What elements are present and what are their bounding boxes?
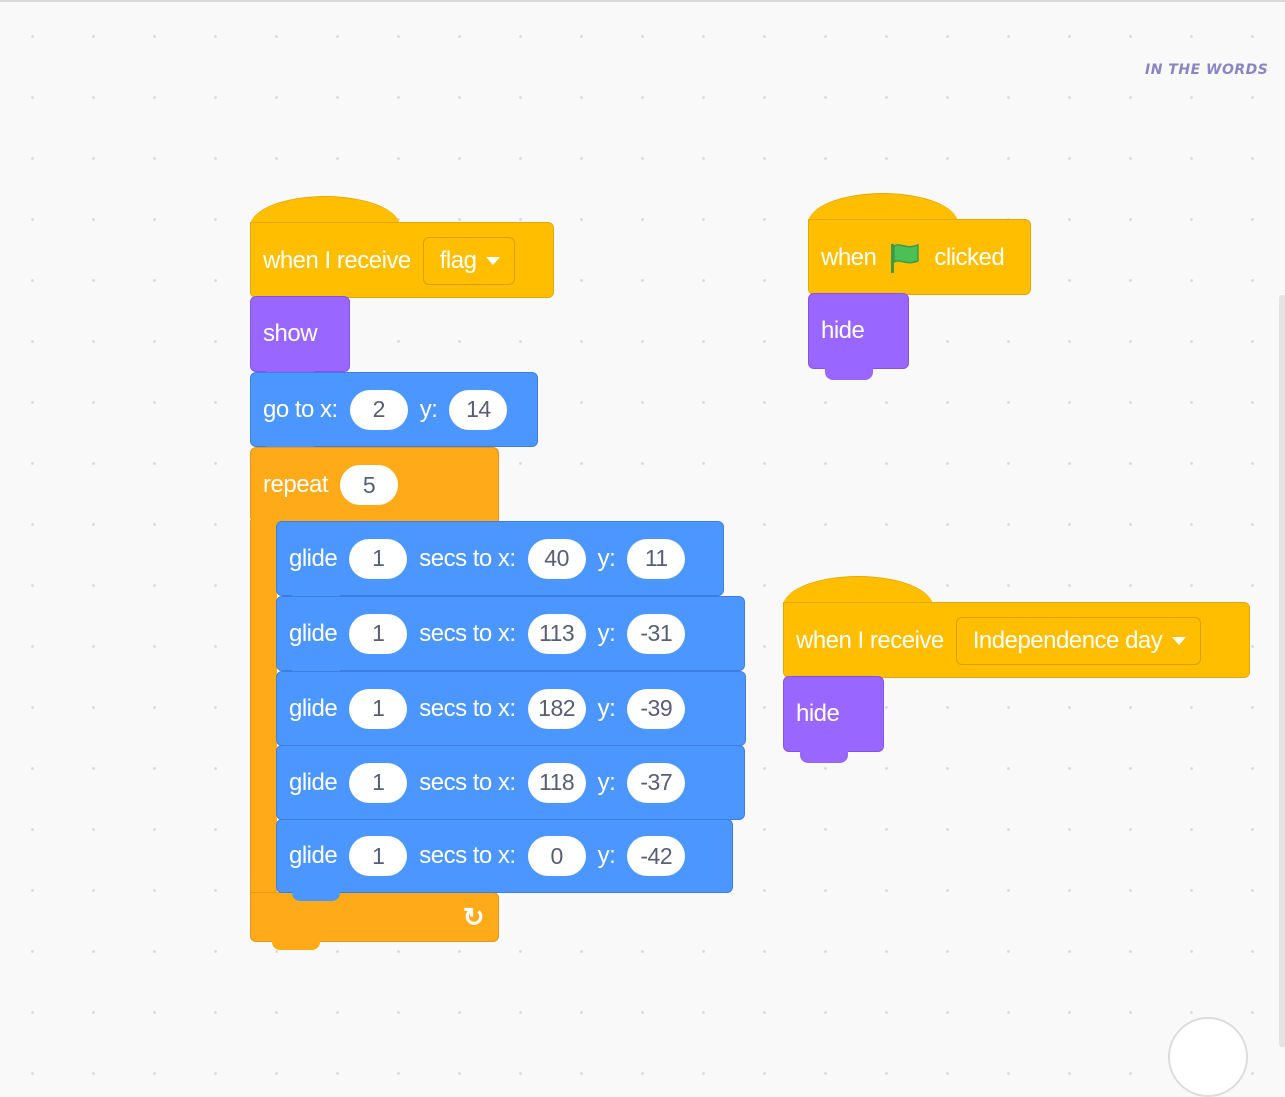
- x-input[interactable]: 182: [527, 688, 586, 729]
- chevron-down-icon: [486, 257, 501, 265]
- x-input[interactable]: 113: [527, 613, 586, 654]
- secs-to-x-label: secs to x:: [419, 694, 516, 722]
- glide-label: glide: [289, 544, 338, 572]
- block-notch: [800, 751, 848, 763]
- hat-label: when I receive: [796, 627, 944, 654]
- vertical-scrollbar[interactable]: [1279, 295, 1285, 1047]
- repeat-count-input[interactable]: 5: [340, 465, 399, 505]
- y-label: y:: [597, 842, 616, 869]
- when-label: when: [821, 244, 877, 271]
- message-dropdown[interactable]: flag: [422, 237, 516, 285]
- hide-block[interactable]: hide: [808, 293, 909, 369]
- y-input[interactable]: 11: [627, 538, 686, 579]
- x-input[interactable]: 2: [349, 389, 408, 430]
- go-to-xy-block[interactable]: go to x: 2 y: 14: [250, 372, 538, 447]
- block-notch: [825, 368, 873, 380]
- hat-label: when I receive: [263, 247, 411, 274]
- canvas-top-border: [0, 0, 1285, 2]
- y-label: y:: [597, 619, 616, 647]
- glide-block[interactable]: glide 1 secs to x: 118 y: -37: [276, 745, 745, 820]
- hide-block[interactable]: hide: [783, 676, 884, 752]
- block-notch: [292, 892, 340, 901]
- repeat-header[interactable]: repeat 5: [250, 447, 499, 523]
- y-label: y:: [597, 694, 616, 722]
- repeat-label: repeat: [263, 471, 329, 498]
- when-flag-clicked-hat-block[interactable]: when clicked: [808, 219, 1031, 295]
- repeat-arm: [250, 520, 277, 900]
- secs-to-x-label: secs to x:: [419, 842, 516, 869]
- green-flag-icon: [888, 242, 922, 274]
- secs-input[interactable]: 1: [349, 836, 408, 876]
- when-i-receive-hat-block[interactable]: when I receive Independence day: [783, 602, 1250, 678]
- y-input[interactable]: -42: [627, 836, 686, 876]
- y-label: y:: [419, 395, 438, 423]
- glide-label: glide: [289, 768, 338, 796]
- zoom-button[interactable]: [1168, 1017, 1248, 1097]
- secs-input[interactable]: 1: [349, 762, 408, 803]
- block-notch: [272, 941, 320, 950]
- glide-label: glide: [289, 842, 338, 869]
- loop-arrow-icon: ↻: [462, 901, 485, 932]
- y-input[interactable]: -39: [627, 688, 686, 729]
- y-input[interactable]: 14: [449, 389, 508, 430]
- y-label: y:: [597, 768, 616, 796]
- glide-label: glide: [289, 619, 338, 647]
- glide-block[interactable]: glide 1 secs to x: 40 y: 11: [276, 521, 724, 596]
- go-to-label: go to x:: [263, 395, 338, 423]
- watermark: IN THE WORDS: [1145, 62, 1269, 78]
- y-label: y:: [597, 544, 616, 572]
- x-input[interactable]: 40: [527, 538, 586, 579]
- when-i-receive-hat-block[interactable]: when I receive flag: [250, 222, 554, 298]
- hide-label: hide: [821, 317, 865, 344]
- secs-input[interactable]: 1: [349, 613, 408, 654]
- glide-label: glide: [289, 694, 338, 722]
- y-input[interactable]: -37: [627, 762, 686, 803]
- glide-block[interactable]: glide 1 secs to x: 113 y: -31: [276, 596, 745, 671]
- secs-to-x-label: secs to x:: [419, 619, 516, 647]
- y-input[interactable]: -31: [627, 613, 686, 654]
- clicked-label: clicked: [934, 244, 1005, 271]
- chevron-down-icon: [1172, 637, 1187, 645]
- message-dropdown-value: Independence day: [972, 627, 1163, 654]
- message-dropdown-value: flag: [439, 247, 477, 274]
- secs-to-x-label: secs to x:: [419, 768, 516, 796]
- x-input[interactable]: 118: [527, 762, 586, 803]
- glide-block[interactable]: glide 1 secs to x: 182 y: -39: [276, 671, 746, 746]
- secs-input[interactable]: 1: [349, 538, 408, 579]
- message-dropdown[interactable]: Independence day: [955, 617, 1202, 665]
- x-input[interactable]: 0: [527, 836, 586, 876]
- secs-to-x-label: secs to x:: [419, 544, 516, 572]
- repeat-footer: ↻: [250, 892, 499, 942]
- show-label: show: [263, 320, 318, 347]
- hide-label: hide: [796, 700, 840, 727]
- secs-input[interactable]: 1: [349, 688, 408, 729]
- show-block[interactable]: show: [250, 296, 350, 372]
- glide-block[interactable]: glide 1 secs to x: 0 y: -42: [276, 819, 733, 893]
